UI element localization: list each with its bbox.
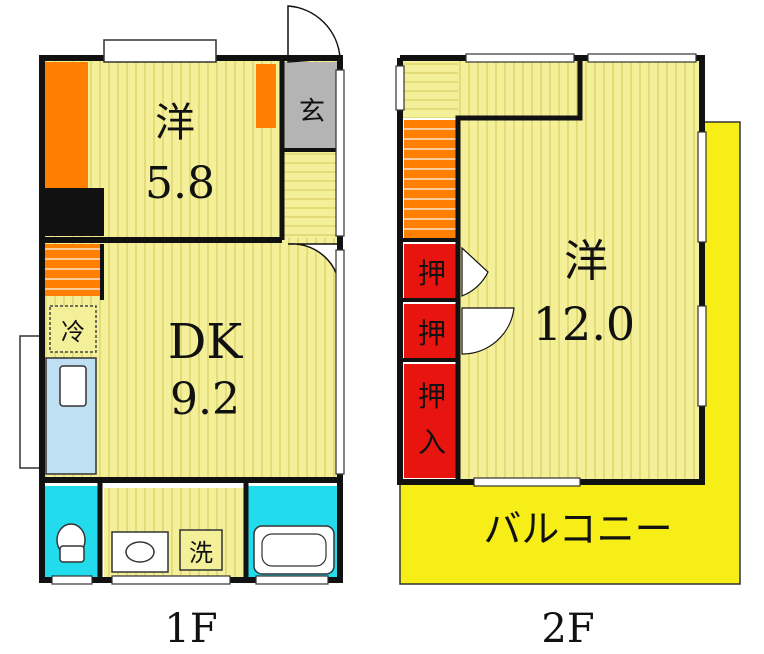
closet-3 — [404, 364, 460, 478]
toilet-tank — [59, 545, 85, 563]
room-western-2f — [458, 58, 702, 482]
closet1-door — [461, 246, 489, 297]
size-dk: 9.2 — [170, 374, 240, 425]
storage-1f — [42, 62, 88, 188]
sink-icon — [59, 365, 87, 407]
washbasin-icon — [111, 531, 169, 573]
label-western-1f: 洋 — [155, 100, 195, 146]
windows-2f — [395, 53, 707, 487]
label-dk: DK — [168, 314, 243, 370]
entrance-door-swing — [287, 5, 341, 63]
washer-space — [179, 529, 223, 571]
storage-small — [256, 64, 276, 128]
size-western-2f: 12.0 — [533, 297, 635, 351]
pillar-block — [42, 188, 104, 236]
basin-bowl — [125, 541, 155, 563]
floor-1: 洋 5.8 玄 DK 9.2 冷 洗 1F — [19, 5, 345, 652]
label-closet-3a: 押 — [418, 380, 446, 413]
caption-2f: 2F — [541, 606, 594, 652]
label-closet-1: 押 — [418, 257, 446, 290]
label-washer: 洗 — [189, 539, 213, 567]
label-balcony: バルコニー — [483, 507, 672, 551]
caption-1f: 1F — [164, 606, 217, 652]
floor-2: 洋 12.0 押 押 押 入 バルコニー 2F — [395, 53, 741, 652]
kitchen-counter — [45, 357, 97, 475]
label-entrance: 玄 — [299, 97, 325, 127]
closet2-door — [461, 307, 515, 355]
label-closet-2: 押 — [418, 317, 446, 350]
hall-1f — [284, 150, 340, 238]
stairs-2f — [404, 120, 456, 238]
fridge-space — [49, 305, 97, 353]
label-closet-3b: 入 — [418, 426, 446, 459]
label-western-2f: 洋 — [564, 236, 608, 287]
closet-2 — [404, 304, 460, 358]
stairs-1f — [44, 244, 102, 296]
bathtub-inner — [261, 533, 327, 567]
room-entrance — [284, 62, 340, 150]
size-western-1f: 5.8 — [145, 158, 215, 209]
windows-1f — [51, 39, 345, 585]
label-fridge: 冷 — [61, 318, 85, 346]
closet-1 — [404, 244, 460, 298]
